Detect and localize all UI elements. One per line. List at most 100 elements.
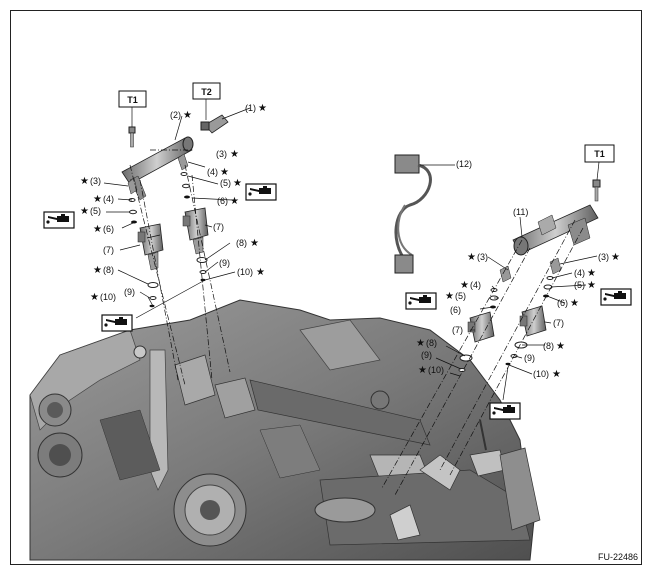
callout-label: (7): [213, 222, 224, 232]
callout-7-left: (7): [103, 245, 114, 255]
callout-label: (12): [456, 159, 472, 169]
callout-8-right: ★ (8): [416, 338, 437, 349]
callout-4-right: ★ (4): [460, 280, 481, 291]
callout-8-left: ★ (8): [93, 265, 114, 276]
callout-label: (8): [543, 341, 554, 351]
callout-4-left: ★ (4): [93, 194, 114, 205]
callout-label: (10): [100, 292, 116, 302]
callout-label: (9): [124, 287, 135, 297]
callout-label: (4): [470, 280, 481, 290]
star-mark: ★: [230, 149, 239, 160]
callout-label: (9): [421, 350, 432, 360]
star-mark: ★: [80, 206, 89, 217]
star-mark: ★: [587, 268, 596, 279]
callout-label: (8): [236, 238, 247, 248]
callout-9-left-b: (9): [219, 258, 230, 268]
oil-can-icon: [600, 288, 632, 306]
star-mark: ★: [460, 280, 469, 291]
callout-label: (3): [598, 252, 609, 262]
right-guide-lines: [381, 219, 584, 496]
callout-10-right-b: (10) ★: [533, 369, 561, 380]
star-mark: ★: [258, 103, 267, 114]
callout-4-right-b: (4) ★: [574, 268, 596, 279]
callout-9-left: (9): [124, 287, 135, 297]
oil-can-icon: [101, 314, 133, 332]
callout-6-left: ★ (6): [93, 224, 114, 235]
callout-3-right-b: (3) ★: [598, 252, 620, 263]
bolt-t1-right-drawing: [592, 179, 601, 202]
left-guide-lines: [129, 149, 231, 386]
callout-6-right-b: (6) ★: [557, 298, 579, 309]
callout-5-left-upper: (5) ★: [220, 178, 242, 189]
callout-5-right-b: (5) ★: [574, 280, 596, 291]
callout-label: (11): [513, 207, 528, 217]
callout-4-left-upper: (4) ★: [207, 167, 229, 178]
callout-label: (6): [450, 305, 461, 315]
oil-can-icon: [405, 292, 437, 310]
callout-label: (3): [477, 252, 488, 262]
callout-3-left-upper: (3) ★: [216, 149, 239, 160]
right-fuel-pipe-drawing: [512, 204, 599, 256]
star-mark: ★: [220, 167, 229, 178]
tool-box-t2: T2: [192, 82, 221, 120]
callout-label: (10): [428, 365, 444, 375]
tool-box-t1-right: T1: [584, 144, 615, 181]
callout-label: (5): [220, 178, 231, 188]
left-injector-2-drawing: [182, 207, 209, 282]
callout-label: (3): [216, 149, 227, 159]
callout-9-right: (9): [421, 350, 432, 360]
callout-label: (4): [574, 268, 585, 278]
callout-7-right-b: (7): [553, 318, 564, 328]
star-mark: ★: [467, 252, 476, 263]
callout-label: (10): [237, 267, 253, 277]
oil-can-icon: [489, 402, 521, 420]
callout-label: (3): [90, 176, 101, 186]
star-mark: ★: [416, 338, 425, 349]
callout-9-right-b: (9): [524, 353, 535, 363]
left-fuel-pipe-drawing: [121, 136, 194, 201]
left-clips-seals-drawing: [127, 153, 190, 224]
callout-label: (2): [170, 110, 181, 120]
callout-label: (6): [103, 224, 114, 234]
callout-label: (7): [553, 318, 564, 328]
star-mark: ★: [250, 238, 259, 249]
callout-label: (4): [103, 194, 114, 204]
right-injector-2-drawing: [505, 305, 547, 366]
star-mark: ★: [445, 291, 454, 302]
callout-7-right: (7): [452, 325, 463, 335]
callout-2: (2) ★: [170, 110, 192, 121]
callout-3-left: ★ (3): [80, 176, 101, 187]
star-mark: ★: [587, 280, 596, 291]
callout-10-right: ★ (10): [418, 365, 444, 376]
star-mark: ★: [93, 194, 102, 205]
star-mark: ★: [230, 196, 239, 207]
callout-5-left: ★ (5): [80, 206, 101, 217]
star-mark: ★: [570, 298, 579, 309]
callout-6-left-upper: (6) ★: [217, 196, 239, 207]
bolt-t1-left-drawing: [128, 126, 136, 148]
callout-label: (4): [207, 167, 218, 177]
star-mark: ★: [556, 341, 565, 352]
star-mark: ★: [233, 178, 242, 189]
star-mark: ★: [256, 267, 265, 278]
fuel-pressure-sensor-drawing: [200, 114, 229, 134]
callout-10-left-b: (10) ★: [237, 267, 265, 278]
right-injector-1-drawing: [458, 311, 495, 372]
callout-label: (9): [524, 353, 535, 363]
callout-11: (11): [513, 207, 528, 217]
callout-8-right-b: (8) ★: [543, 341, 565, 352]
star-mark: ★: [90, 292, 99, 303]
callout-3-right: ★ (3): [467, 252, 488, 263]
tool-label-t1: T1: [594, 149, 605, 159]
wiring-harness-drawing: [394, 154, 432, 274]
figure-id: FU-22486: [598, 552, 638, 562]
engine-block-drawing: [29, 299, 541, 561]
callout-10-left: ★ (10): [90, 292, 116, 303]
oil-can-icon: [245, 183, 277, 201]
callout-12: (12): [456, 159, 472, 169]
oil-can-icon: [43, 211, 75, 229]
callout-label: (5): [90, 206, 101, 216]
star-mark: ★: [611, 252, 620, 263]
